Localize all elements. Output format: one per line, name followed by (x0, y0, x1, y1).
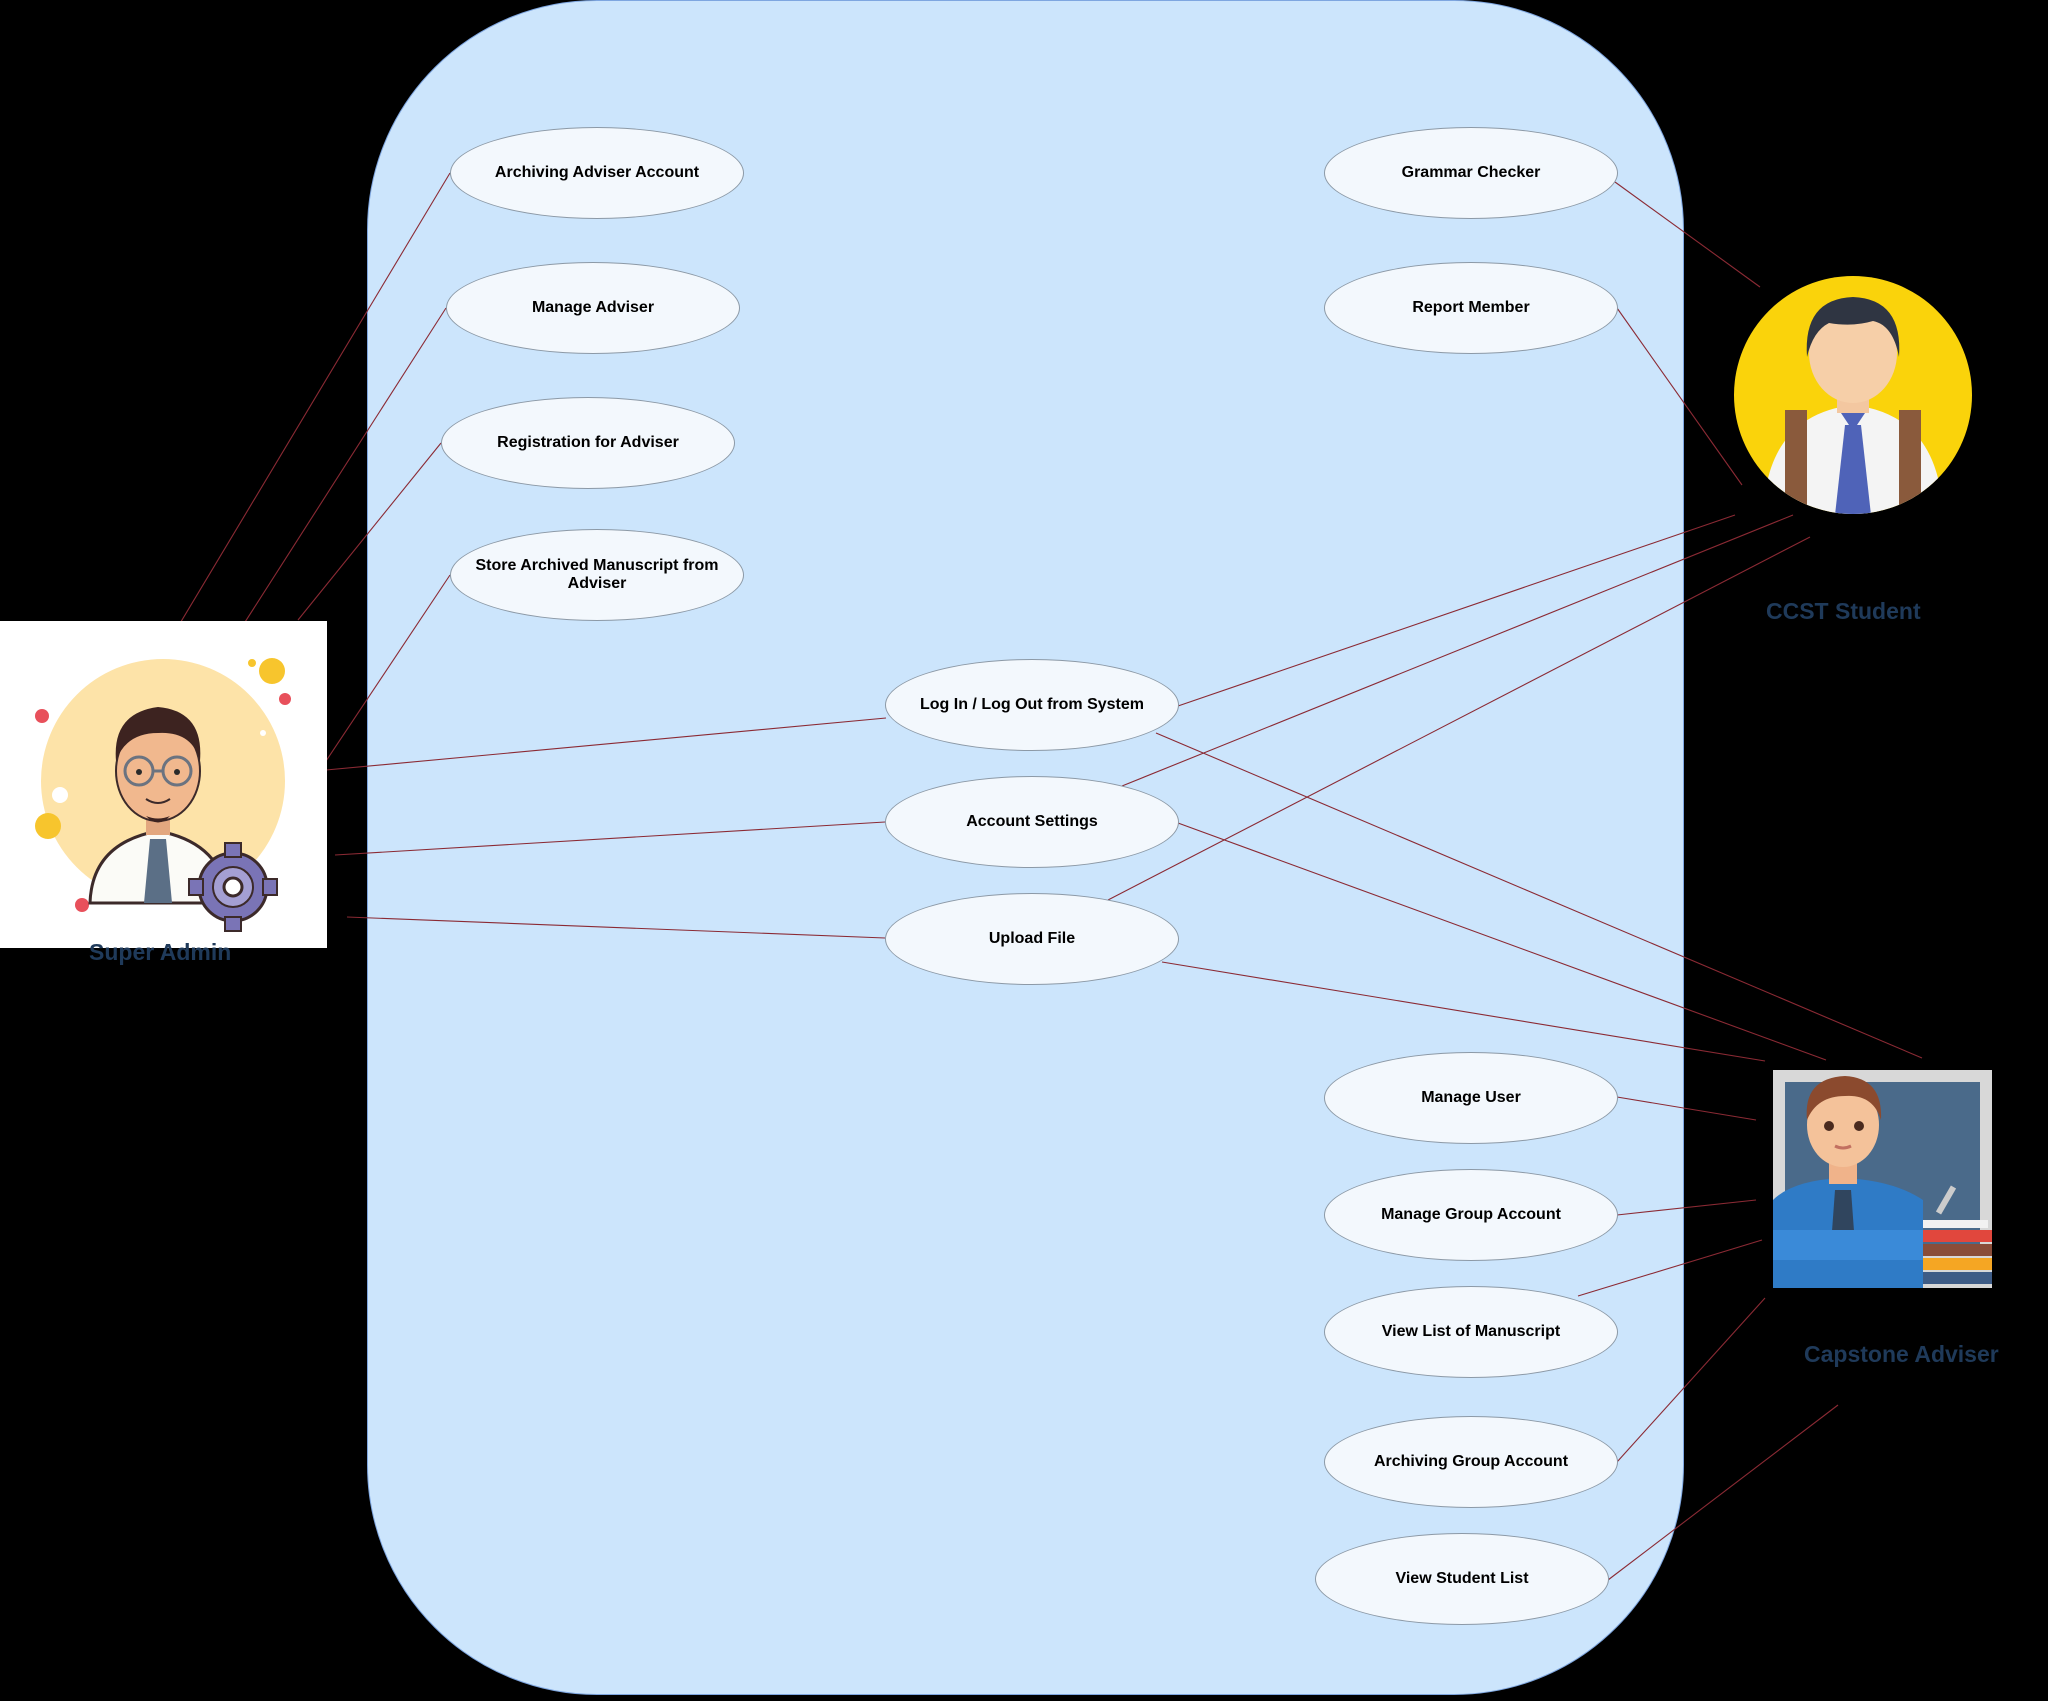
use-case-login-logout[interactable]: Log In / Log Out from System (885, 659, 1179, 751)
gear-icon (188, 842, 278, 932)
use-case-archiving-adviser-account[interactable]: Archiving Adviser Account (450, 127, 744, 219)
use-case-archiving-group-account[interactable]: Archiving Group Account (1324, 1416, 1618, 1508)
capstone-adviser-actor[interactable] (1773, 1070, 1992, 1288)
ccst-student-actor[interactable] (1733, 275, 1973, 515)
use-case-account-settings[interactable]: Account Settings (885, 776, 1179, 868)
use-case-view-student-list[interactable]: View Student List (1315, 1533, 1609, 1625)
use-case-report-member[interactable]: Report Member (1324, 262, 1618, 354)
student-avatar-icon (1734, 276, 1972, 514)
ccst-student-label: CCST Student (1766, 598, 1921, 624)
use-case-manage-adviser[interactable]: Manage Adviser (446, 262, 740, 354)
teacher-avatar-icon (1773, 1070, 1992, 1288)
use-case-grammar-checker[interactable]: Grammar Checker (1324, 127, 1618, 219)
admin-avatar-icon (35, 658, 291, 932)
use-case-registration-for-adviser[interactable]: Registration for Adviser (441, 397, 735, 489)
use-case-store-archived-manuscript[interactable]: Store Archived Manuscript from Adviser (450, 529, 744, 621)
use-case-view-list-of-manuscript[interactable]: View List of Manuscript (1324, 1286, 1618, 1378)
capstone-adviser-label: Capstone Adviser (1804, 1341, 1999, 1367)
super-admin-label: Super Admin (89, 939, 232, 965)
use-case-upload-file[interactable]: Upload File (885, 893, 1179, 985)
super-admin-actor[interactable] (0, 621, 327, 948)
use-case-manage-group-account[interactable]: Manage Group Account (1324, 1169, 1618, 1261)
use-case-manage-user[interactable]: Manage User (1324, 1052, 1618, 1144)
